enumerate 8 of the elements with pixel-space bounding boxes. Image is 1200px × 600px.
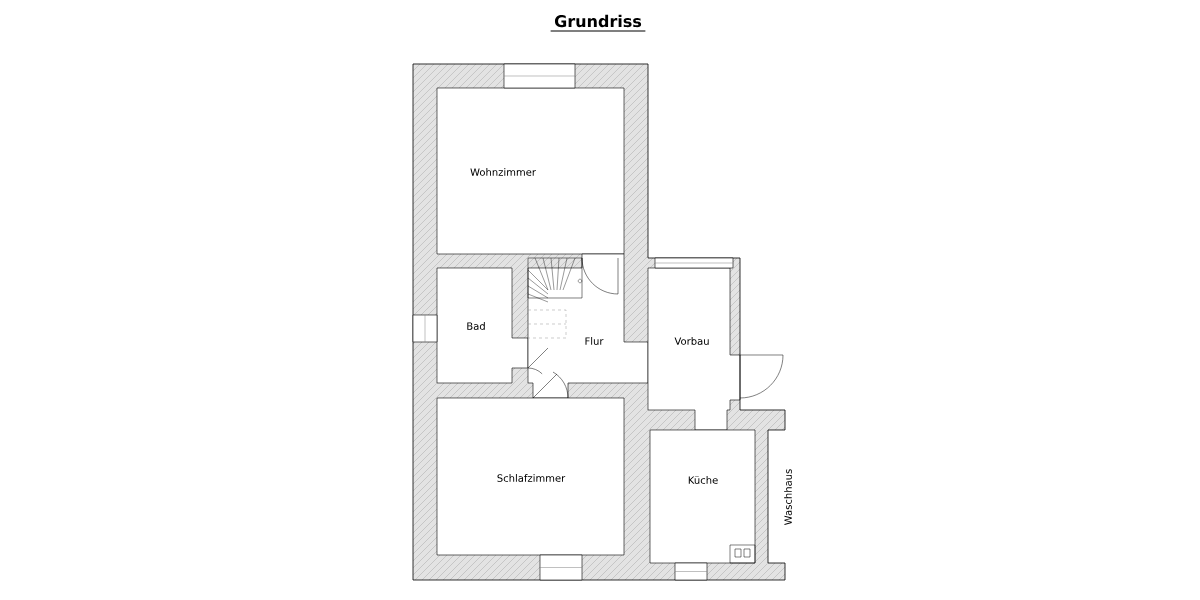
room-label: Bad — [467, 322, 485, 330]
room-label: Vorbau — [674, 337, 709, 345]
room-label: Waschhaus — [784, 469, 792, 525]
room-label: Flur — [585, 337, 604, 345]
room-label: Wohnzimmer — [470, 168, 536, 176]
title: Grundriss — [554, 14, 642, 28]
room-label: Schlafzimmer — [497, 474, 566, 482]
room-label: Küche — [688, 476, 718, 484]
